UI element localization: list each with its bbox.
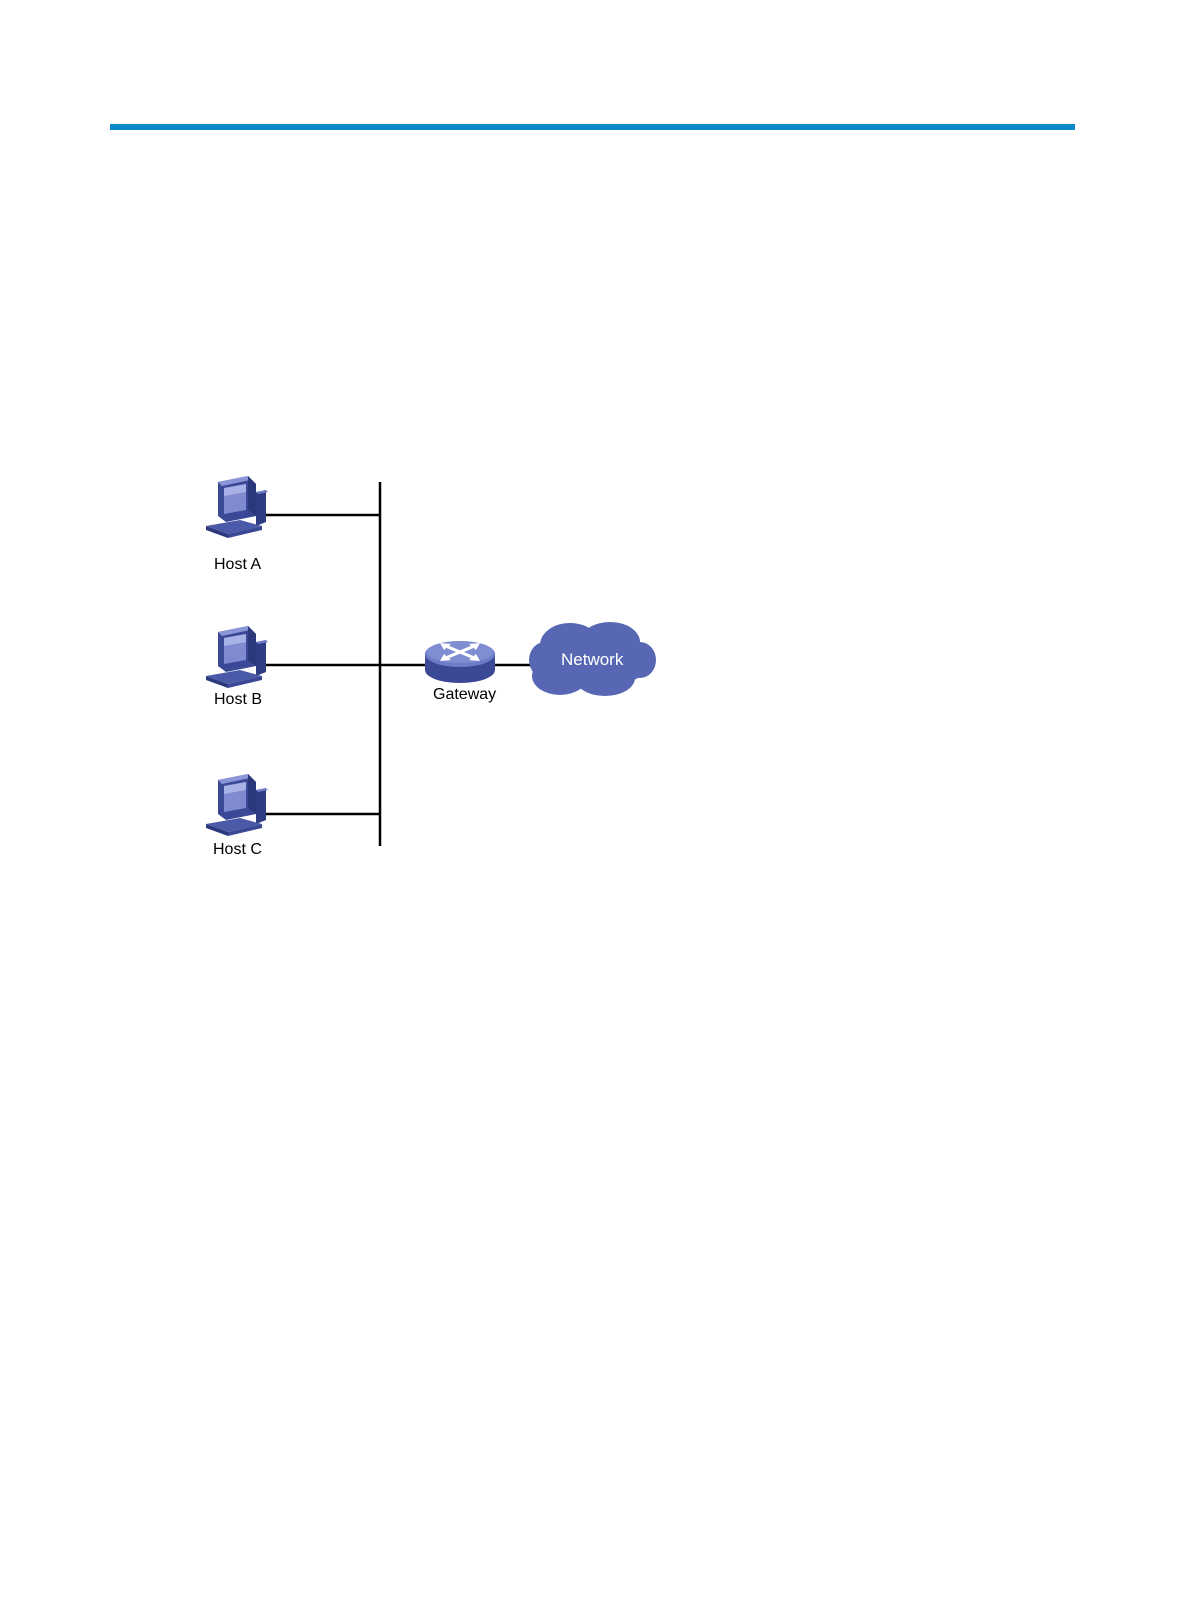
gateway-label: Gateway [433,686,496,703]
desktop-computer-icon [206,774,268,836]
network: Network [529,622,656,696]
host-c-label: Host C [213,841,262,858]
host-b-label: Host B [214,691,262,708]
host-b: Host B [206,626,268,708]
host-a-label: Host A [214,556,261,573]
desktop-computer-icon [206,476,268,538]
host-a: Host A [206,476,268,573]
desktop-computer-icon [206,626,268,688]
network-label: Network [561,650,624,669]
host-c: Host C [206,774,268,858]
gateway: Gateway [425,641,496,703]
router-icon [425,641,495,683]
